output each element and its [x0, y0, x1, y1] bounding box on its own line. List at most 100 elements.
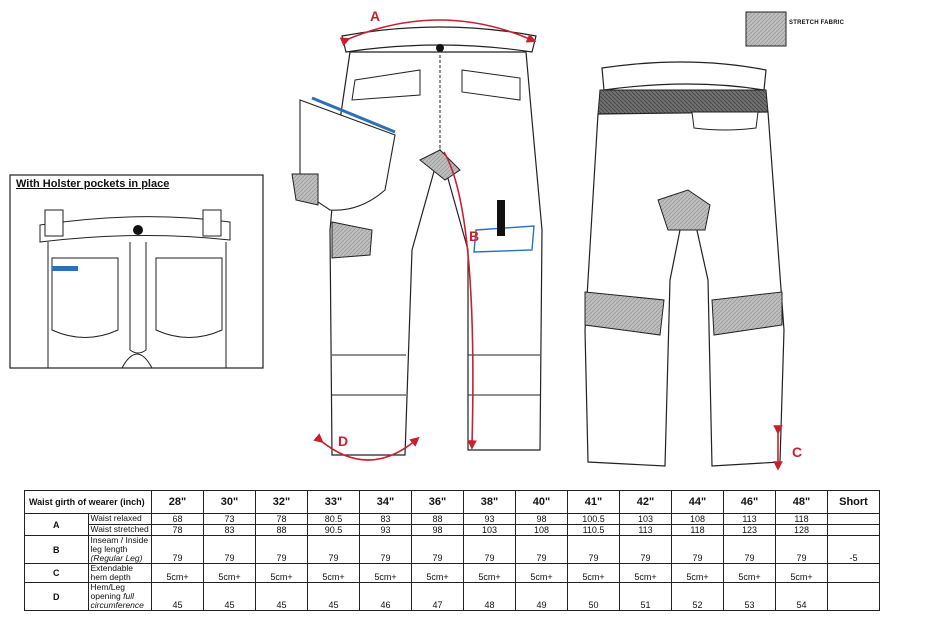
- table-cell: 45: [151, 582, 204, 611]
- table-cell: 79: [359, 535, 412, 564]
- marker-d: D: [338, 433, 348, 449]
- size-header: Short: [827, 490, 880, 514]
- size-header: 30": [203, 490, 256, 514]
- table-cell: 83: [203, 524, 256, 536]
- table-cell: 78: [151, 524, 204, 536]
- table-cell: 79: [567, 535, 620, 564]
- size-header: 28": [151, 490, 204, 514]
- table-cell: 79: [151, 535, 204, 564]
- table-cell: 5cm+: [203, 563, 256, 583]
- table-cell: 103: [619, 513, 672, 525]
- marker-b: B: [469, 228, 479, 244]
- table-cell: 68: [151, 513, 204, 525]
- table-cell: 79: [775, 535, 828, 564]
- table-cell: 45: [255, 582, 308, 611]
- table-cell: 93: [463, 513, 516, 525]
- table-cell: 53: [723, 582, 776, 611]
- table-cell: 5cm+: [255, 563, 308, 583]
- table-cell: 83: [359, 513, 412, 525]
- table-cell: 5cm+: [307, 563, 360, 583]
- stretch-fabric-swatch: [745, 11, 787, 47]
- table-cell: 5cm+: [515, 563, 568, 583]
- table-cell: 5cm+: [463, 563, 516, 583]
- table-cell: 88: [255, 524, 308, 536]
- size-header-row: Waist girth of wearer (inch) 28" 30" 32"…: [24, 490, 880, 514]
- table-cell: [827, 513, 880, 525]
- table-cell: 118: [671, 524, 724, 536]
- table-cell: 50: [567, 582, 620, 611]
- table-cell: 79: [411, 535, 464, 564]
- table-cell: 52: [671, 582, 724, 611]
- size-header: 40": [515, 490, 568, 514]
- header-label: Waist girth of wearer (inch): [24, 490, 152, 514]
- table-cell: 100.5: [567, 513, 620, 525]
- table-cell: 93: [359, 524, 412, 536]
- row-key: B: [24, 535, 89, 564]
- table-cell: 5cm+: [151, 563, 204, 583]
- table-cell: 51: [619, 582, 672, 611]
- row-label: Waist stretched: [87, 524, 152, 536]
- size-header: 38": [463, 490, 516, 514]
- front-view: [291, 19, 543, 461]
- size-header: 36": [411, 490, 464, 514]
- table-cell: 54: [775, 582, 828, 611]
- size-header: 41": [567, 490, 620, 514]
- table-cell: 5cm+: [359, 563, 412, 583]
- size-header: 32": [255, 490, 308, 514]
- table-cell: 88: [411, 513, 464, 525]
- table-cell: 5cm+: [619, 563, 672, 583]
- row-key: C: [24, 563, 89, 583]
- size-header: 46": [723, 490, 776, 514]
- technical-drawing: A B C D: [9, 8, 802, 471]
- table-cell: 5cm+: [671, 563, 724, 583]
- marker-c: C: [792, 444, 802, 460]
- row-label: Inseam / Inside leg length(Regular Leg): [87, 535, 152, 564]
- table-cell: 5cm+: [411, 563, 464, 583]
- size-header: 33": [307, 490, 360, 514]
- table-cell: 5cm+: [723, 563, 776, 583]
- table-cell: 79: [723, 535, 776, 564]
- row-key: D: [24, 582, 89, 611]
- table-cell: 78: [255, 513, 308, 525]
- table-cell: 49: [515, 582, 568, 611]
- table-cell: 98: [515, 513, 568, 525]
- inset-title: With Holster pockets in place: [16, 178, 170, 190]
- table-cell: 46: [359, 582, 412, 611]
- table-cell: 79: [203, 535, 256, 564]
- table-cell: 48: [463, 582, 516, 611]
- table-cell: 5cm+: [775, 563, 828, 583]
- table-cell: 45: [203, 582, 256, 611]
- table-cell: 73: [203, 513, 256, 525]
- row-label: Waist relaxed: [87, 513, 152, 525]
- size-header: 48": [775, 490, 828, 514]
- table-cell: 113: [619, 524, 672, 536]
- size-chart-table: Waist girth of wearer (inch) 28" 30" 32"…: [24, 490, 880, 611]
- table-cell: 98: [411, 524, 464, 536]
- table-cell: 79: [671, 535, 724, 564]
- table-cell: 79: [463, 535, 516, 564]
- legend-label: STRETCH FABRIC: [789, 20, 845, 26]
- table-cell: 118: [775, 513, 828, 525]
- table-cell: 108: [671, 513, 724, 525]
- table-cell: 123: [723, 524, 776, 536]
- holster-inset: [9, 174, 264, 369]
- table-cell: 90.5: [307, 524, 360, 536]
- table-cell: 80.5: [307, 513, 360, 525]
- table-cell: 108: [515, 524, 568, 536]
- table-cell: 79: [619, 535, 672, 564]
- table-cell: [827, 524, 880, 536]
- table-cell: [827, 582, 880, 611]
- table-cell: 110.5: [567, 524, 620, 536]
- row-key: A: [24, 513, 89, 536]
- row-label: Extendable hem depth: [87, 563, 152, 583]
- table-cell: -5: [827, 535, 880, 564]
- table-cell: 5cm+: [567, 563, 620, 583]
- back-view: [584, 61, 785, 471]
- table-cell: [827, 563, 880, 583]
